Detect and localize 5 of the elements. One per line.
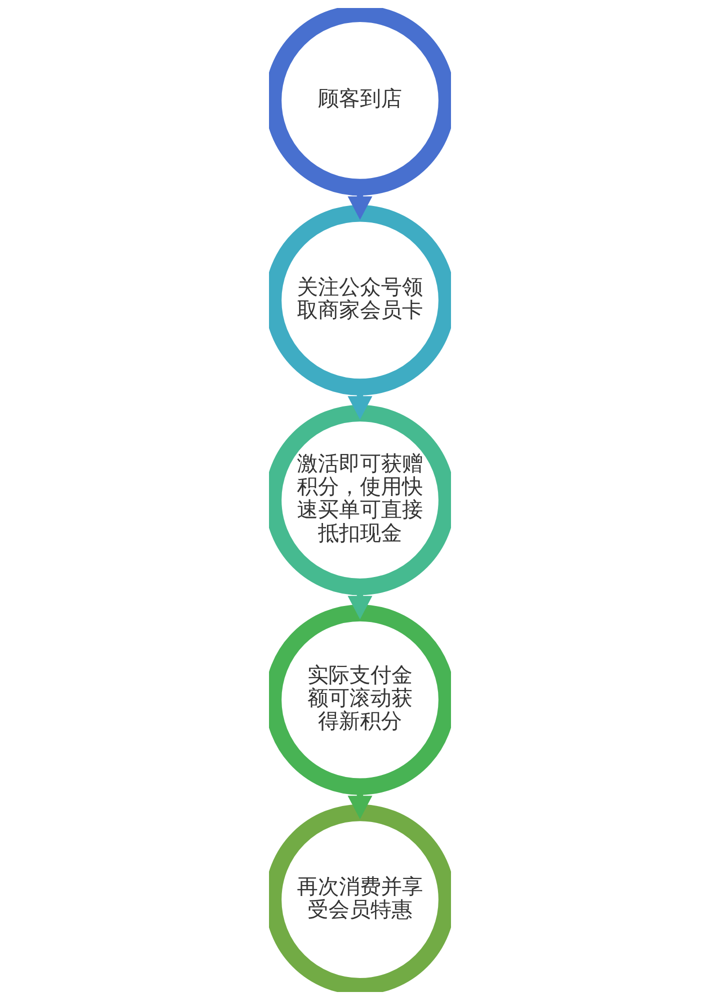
node-circle: 顾客到店 [269, 8, 451, 196]
node-circle: 再次消费并享受会员特惠 [269, 804, 451, 992]
node-circle: 关注公众号领取商家会员卡 [269, 205, 451, 396]
node-circle: 实际支付金额可滚动获得新积分 [269, 604, 451, 795]
node-circle: 激活即可获赠积分，使用快速买单可直接抵扣现金 [269, 404, 451, 596]
